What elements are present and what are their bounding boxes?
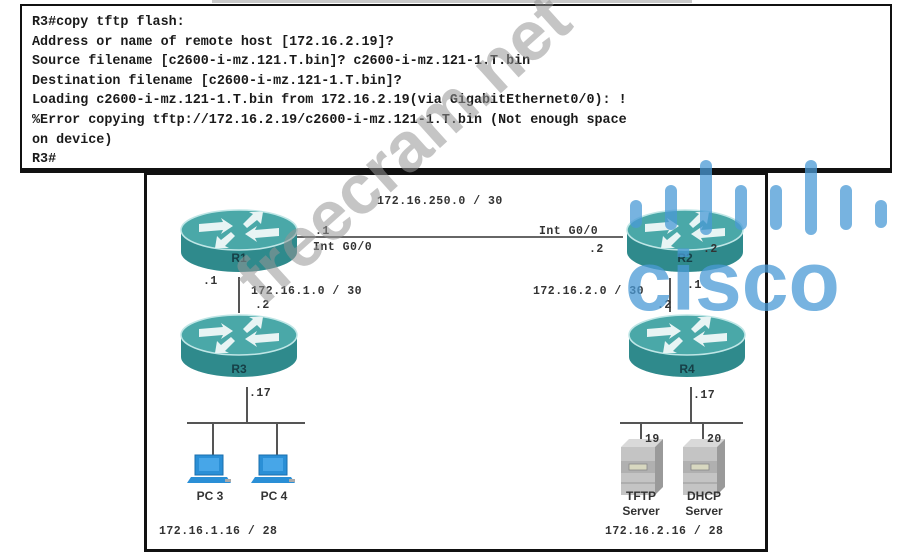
cli-line: %Error copying tftp://172.16.2.19/c2600-… (32, 112, 627, 128)
network-lan-left: 172.16.1.16 / 28 (159, 525, 278, 538)
dhcp-server-label: DHCP Server (677, 489, 731, 519)
top-frame-edge (212, 0, 692, 3)
r3-to-r1-addr: .2 (255, 299, 270, 312)
pc3-label: PC 3 (196, 489, 224, 503)
r1-to-r3-addr: .1 (203, 275, 218, 288)
cli-output-panel: R3#copy tftp flash: Address or name of r… (20, 4, 892, 170)
r4-lan-addr: .17 (693, 389, 716, 402)
cli-line: Destination filename [c2600-i-mz.121-1.T… (32, 73, 402, 89)
router-r3: R3 (180, 314, 298, 378)
network-topology-diagram: R1 R2 R3 R4 172.16.250.0 / 30 .1 Int G0/… (144, 172, 768, 552)
router-r4: R4 (628, 314, 746, 378)
cli-line: Loading c2600-i-mz.121-1.T.bin from 172.… (32, 93, 627, 109)
r4-to-r2-addr: .2 (657, 299, 672, 312)
r3-lan-addr: .17 (249, 387, 272, 400)
network-r1-r3: 172.16.1.0 / 30 (251, 285, 363, 298)
pc4-label: PC 4 (260, 489, 288, 503)
r1-g0-addr: .1 (315, 225, 330, 238)
r2-g0-addr: .2 (589, 243, 604, 256)
router-r2: R2 (626, 209, 744, 273)
router-r3-label: R3 (231, 362, 247, 376)
tftp-server-addr: 19 (645, 433, 660, 446)
r1-g0-intf: Int G0/0 (313, 241, 373, 254)
tftp-server-label: TFTP Server (615, 489, 667, 519)
divider (20, 170, 892, 173)
network-lan-right: 172.16.2.16 / 28 (605, 525, 724, 538)
topology-graphics: R1 R2 R3 R4 (180, 209, 746, 496)
r2-to-r4-addr: .1 (687, 279, 702, 292)
tftp-server-label-line1: TFTP (626, 489, 656, 503)
dhcp-server-icon (682, 438, 726, 496)
router-r1-label: R1 (231, 251, 247, 265)
router-r2-label: R2 (677, 251, 693, 265)
router-r4-label: R4 (679, 362, 695, 376)
cli-line: R3# (32, 152, 57, 168)
r2-g0-intf: Int G0/0 (539, 225, 599, 238)
pc3-icon (186, 454, 232, 484)
cli-line: on device) (32, 132, 113, 148)
network-r1-r2: 172.16.250.0 / 30 (377, 195, 503, 208)
dhcp-server-label-line1: DHCP (686, 489, 721, 503)
tftp-server-label-line2: Server (622, 504, 660, 518)
cli-line: Address or name of remote host [172.16.2… (32, 34, 394, 50)
network-r2-r4: 172.16.2.0 / 30 (533, 285, 645, 298)
r2-extra-addr: .2 (703, 243, 718, 256)
router-r1: R1 (180, 209, 298, 273)
cli-line: R3#copy tftp flash: (32, 15, 185, 30)
cli-line: Source filename [c2600-i-mz.121.T.bin]? … (32, 54, 531, 70)
pc4-icon (250, 454, 296, 484)
tftp-server-icon (620, 438, 664, 496)
dhcp-server-addr: 20 (707, 433, 722, 446)
dhcp-server-label-line2: Server (685, 504, 723, 518)
